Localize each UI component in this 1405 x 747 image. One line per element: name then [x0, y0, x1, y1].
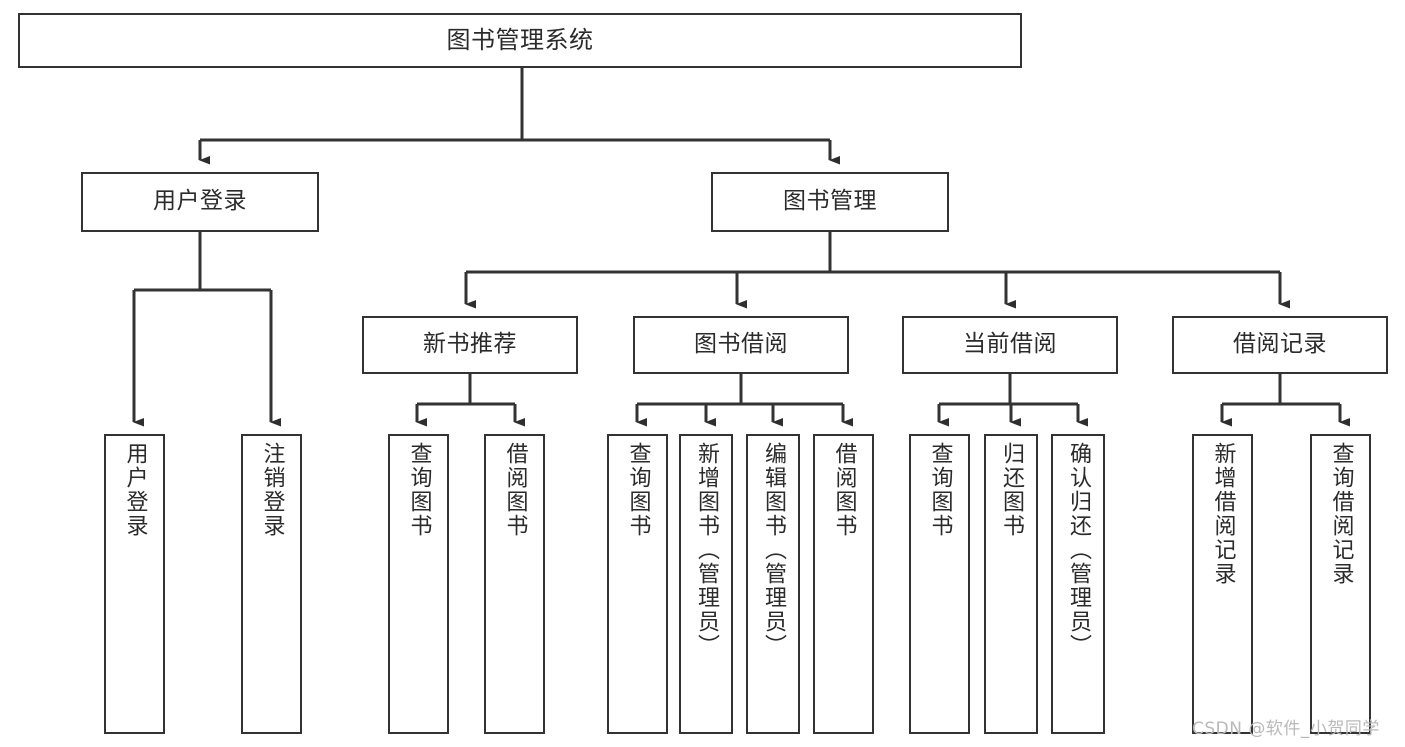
node-book-borrow[interactable]: 图书借阅 — [633, 316, 849, 374]
node-root-label: 图书管理系统 — [446, 26, 594, 55]
leaf-borrow-query-label: 查询图书 — [625, 442, 651, 538]
leaf-rec-query[interactable]: 查询图书 — [388, 434, 449, 734]
node-borrow-record[interactable]: 借阅记录 — [1172, 316, 1388, 374]
leaf-rec-borrow-label: 借阅图书 — [502, 442, 528, 538]
leaf-cur-confirm[interactable]: 确认归还（管理员） — [1051, 434, 1105, 734]
node-user-login[interactable]: 用户登录 — [81, 172, 319, 232]
leaf-borrow-do[interactable]: 借阅图书 — [813, 434, 874, 734]
leaf-user-login[interactable]: 用户登录 — [104, 434, 165, 734]
node-book-borrow-label: 图书借阅 — [694, 331, 788, 358]
leaf-borrow-add-label: 新增图书（管理员） — [694, 442, 719, 658]
leaf-borrow-edit[interactable]: 编辑图书（管理员） — [746, 434, 800, 734]
leaf-borrow-edit-label: 编辑图书（管理员） — [761, 442, 786, 658]
node-borrow-record-label: 借阅记录 — [1233, 331, 1327, 358]
leaf-rec-borrow[interactable]: 借阅图书 — [484, 434, 545, 734]
leaf-user-logout[interactable]: 注销登录 — [241, 434, 302, 734]
leaf-user-logout-label: 注销登录 — [259, 442, 285, 538]
leaf-borrow-add[interactable]: 新增图书（管理员） — [679, 434, 733, 734]
node-root[interactable]: 图书管理系统 — [18, 13, 1022, 68]
node-book-manage[interactable]: 图书管理 — [711, 172, 949, 232]
node-book-manage-label: 图书管理 — [783, 188, 877, 215]
leaf-borrow-query[interactable]: 查询图书 — [607, 434, 668, 734]
leaf-record-add[interactable]: 新增借阅记录 — [1192, 434, 1253, 734]
leaf-rec-query-label: 查询图书 — [406, 442, 432, 538]
leaf-record-query-label: 查询借阅记录 — [1328, 442, 1354, 586]
leaf-cur-return[interactable]: 归还图书 — [984, 434, 1038, 734]
leaf-cur-return-label: 归还图书 — [999, 442, 1024, 538]
leaf-borrow-do-label: 借阅图书 — [831, 442, 857, 538]
node-new-book-rec-label: 新书推荐 — [423, 331, 517, 358]
node-new-book-rec[interactable]: 新书推荐 — [362, 316, 578, 374]
node-current-borrow-label: 当前借阅 — [963, 331, 1057, 358]
leaf-record-add-label: 新增借阅记录 — [1210, 442, 1236, 586]
leaf-cur-query[interactable]: 查询图书 — [909, 434, 970, 734]
leaf-cur-confirm-label: 确认归还（管理员） — [1066, 442, 1091, 658]
node-current-borrow[interactable]: 当前借阅 — [902, 316, 1118, 374]
csdn-watermark: CSDN @软件_小贺同学 — [1192, 719, 1380, 739]
leaf-record-query[interactable]: 查询借阅记录 — [1310, 434, 1371, 734]
leaf-user-login-label: 用户登录 — [122, 442, 148, 538]
node-user-login-label: 用户登录 — [153, 188, 247, 215]
leaf-cur-query-label: 查询图书 — [927, 442, 953, 538]
